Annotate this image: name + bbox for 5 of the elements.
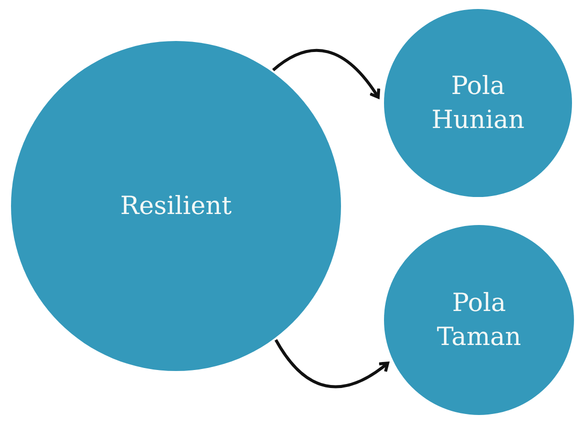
curved-arrow <box>274 339 390 388</box>
node-label: Resilient <box>120 190 232 222</box>
curved-arrow <box>272 49 380 99</box>
node-label: Pola Hunian <box>430 70 526 136</box>
node-label: Pola Taman <box>436 287 522 353</box>
